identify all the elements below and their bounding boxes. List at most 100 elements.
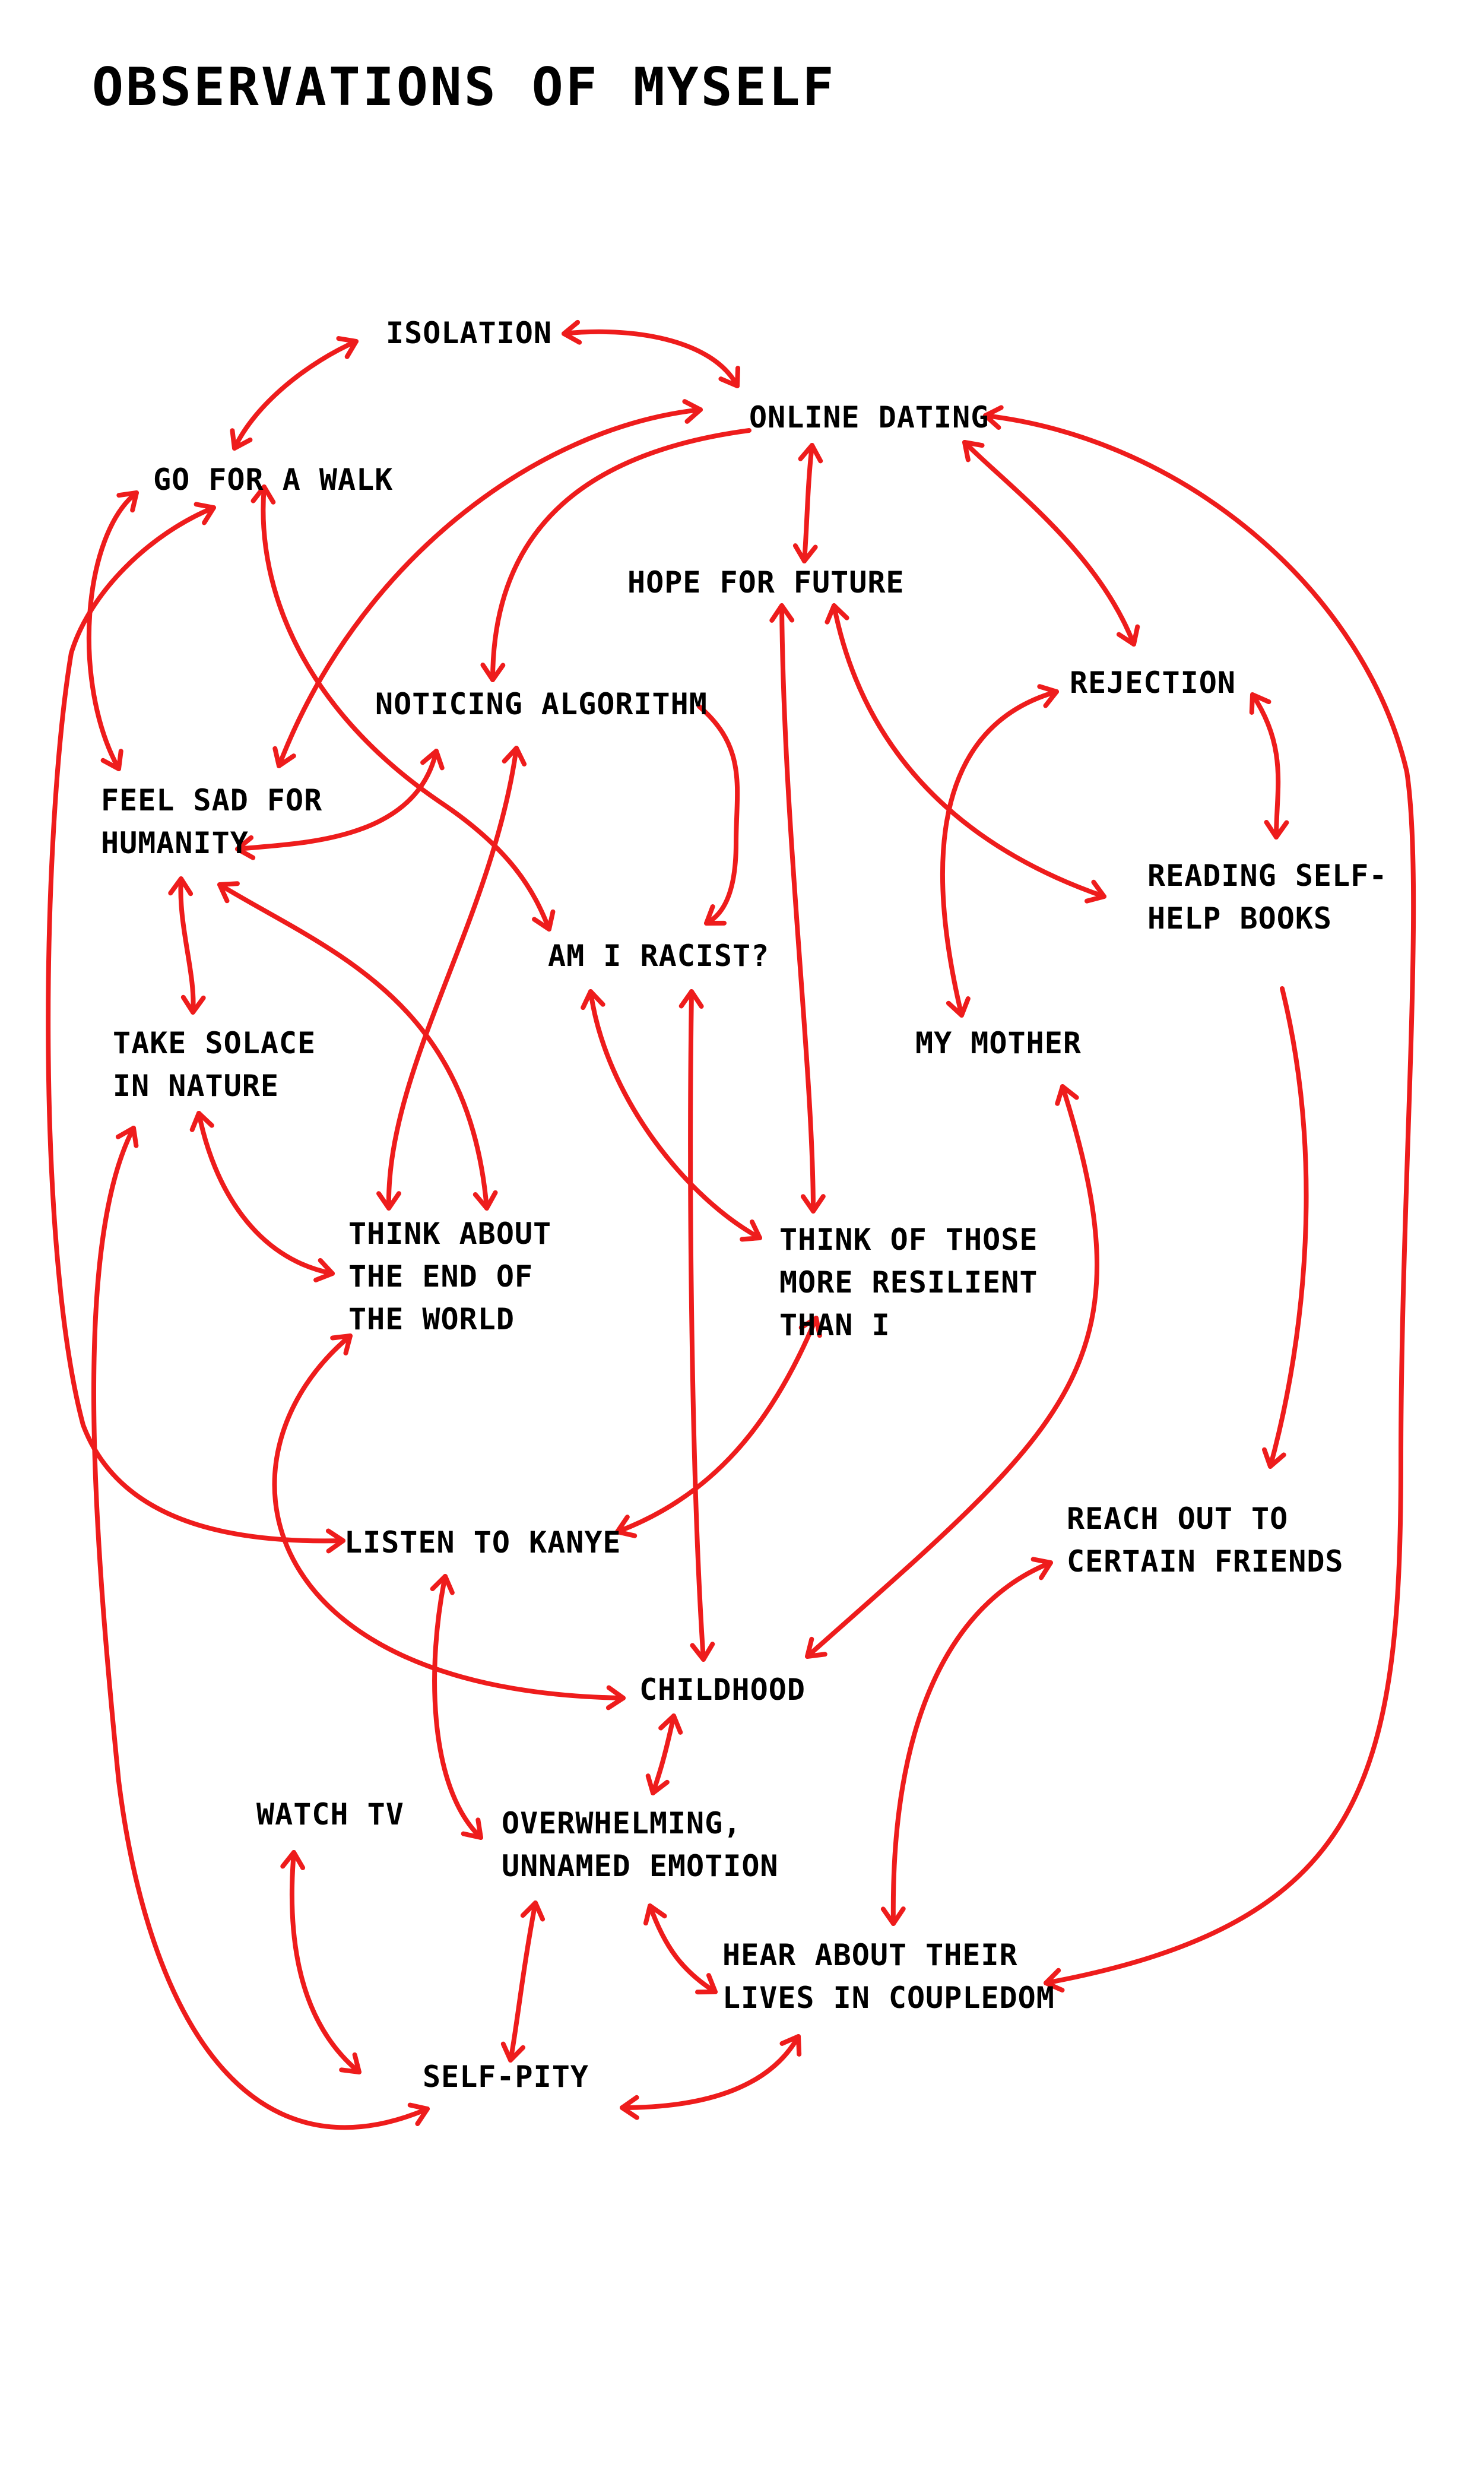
node-reading-self-help-books: READING SELF- HELP BOOKS [1147, 859, 1387, 936]
edge-line [46, 505, 345, 1544]
edge-line [779, 603, 816, 1214]
edge-my-mother-to-childhood [805, 1084, 1099, 1659]
arrowhead-start [643, 1903, 667, 1926]
edge-line [651, 1713, 676, 1795]
edge-line [805, 1084, 1099, 1659]
edge-line [508, 1900, 538, 2063]
node-label-isolation-line-1: ISOLATION [386, 316, 552, 350]
arrowhead-end [325, 1528, 345, 1554]
page-title: OBSERVATIONS OF MYSELF [92, 56, 836, 118]
edge-overwhelming-unnamed-emotion-to-hear-about-their-lives [643, 1903, 718, 1995]
edge-overwhelming-unnamed-emotion-to-self-pity [500, 1900, 546, 2063]
arrowhead-end [100, 749, 123, 771]
edge-reading-self-help-books-to-reach-out-to-certain-friends [1262, 986, 1309, 1469]
node-label-listen-to-kanye-line-1: LISTEN TO KANYE [344, 1525, 621, 1560]
edge-line [1250, 692, 1281, 840]
edge-isolation-to-go-for-a-walk [230, 336, 359, 451]
edge-line [940, 689, 1059, 1018]
edge-think-of-those-more-resilient-to-listen-to-kanye [615, 1316, 822, 1538]
arrowhead-end [800, 1194, 826, 1214]
node-label-reading-self-help-books-line-2: HELP BOOKS [1147, 901, 1332, 936]
edge-watch-tv-to-self-pity [280, 1850, 362, 2074]
node-label-watch-tv-line-1: WATCH TV [256, 1797, 404, 1832]
arrowhead-end [230, 428, 253, 451]
edge-line [91, 1126, 430, 2130]
arrowhead-end [480, 662, 506, 682]
node-label-reading-self-help-books-line-1: READING SELF- [1147, 859, 1387, 893]
edge-line [232, 339, 359, 451]
arrowhead-end [718, 366, 741, 388]
edge-line [289, 1850, 362, 2074]
arrowhead-end [645, 1773, 670, 1795]
arrowhead-end [740, 1219, 762, 1242]
node-label-childhood-line-1: CHILDHOOD [639, 1672, 806, 1707]
edge-hope-for-future-to-reading-self-help-books [825, 603, 1106, 904]
edge-take-solace-in-nature-to-self-pity [91, 1126, 430, 2130]
node-label-think-about-the-end-of-the-world-line-3: THE WORLD [348, 1302, 515, 1336]
edge-am-i-racist-to-think-of-those-more-resilient [581, 989, 762, 1242]
arrowhead-end [792, 543, 818, 563]
arrowhead-start [581, 989, 605, 1010]
edge-childhood-to-overwhelming-unnamed-emotion [645, 1713, 683, 1795]
arrowhead-end [605, 1685, 626, 1710]
node-listen-to-kanye: LISTEN TO KANYE [344, 1525, 621, 1560]
edge-line [688, 989, 706, 1662]
arrowhead-start [1249, 692, 1271, 715]
node-label-think-about-the-end-of-the-world-line-2: THE END OF [348, 1259, 533, 1294]
edge-am-i-racist-to-childhood [678, 989, 715, 1662]
edge-line [432, 1574, 483, 1840]
node-label-hear-about-their-lives-line-1: HEAR ABOUT THEIR [722, 1938, 1018, 1972]
arrowhead-end [376, 1191, 401, 1211]
edge-rejection-to-my-mother [940, 684, 1059, 1018]
edge-think-about-the-end-of-the-world-to-childhood [272, 1333, 626, 1710]
arrowhead-start [330, 1333, 353, 1356]
arrowhead-start [116, 490, 139, 513]
edge-line [983, 413, 1416, 1985]
edge-line [178, 876, 196, 1015]
arrowhead-end [339, 2052, 362, 2074]
edge-line [272, 1333, 626, 1700]
edge-online-dating-to-noticing-algorithm [480, 428, 751, 682]
node-label-take-solace-in-nature-line-2: IN NATURE [113, 1069, 279, 1103]
arrowhead-start [798, 443, 823, 464]
arrowhead-end [880, 1906, 906, 1926]
node-label-hear-about-their-lives-line-2: LIVES IN COUPLEDOM [722, 1981, 1055, 2015]
arrowhead-start [420, 749, 445, 771]
arrowhead-end [1264, 819, 1289, 840]
arrowhead-end [313, 1257, 335, 1282]
edge-line [620, 2034, 801, 2110]
edge-noticing-algorithm-to-think-about-the-end-of-the-world [376, 746, 527, 1211]
arrowhead-end [500, 2041, 526, 2063]
edge-go-for-a-walk-to-feel-sad-for-humanity [86, 490, 139, 771]
edge-line [832, 603, 1106, 899]
arrowhead-start [502, 746, 527, 766]
node-label-overwhelming-unnamed-emotion-line-1: OVERWHELMING, [502, 1806, 741, 1841]
node-my-mother: MY MOTHER [915, 1026, 1081, 1060]
arrowhead-start [430, 1574, 455, 1595]
node-go-for-a-walk: GO FOR A WALK [153, 463, 392, 497]
edge-line [648, 1903, 718, 1994]
edge-line [217, 882, 489, 1211]
edge-line [261, 484, 551, 932]
edge-line [697, 704, 740, 926]
node-am-i-racist: AM I RACIST? [548, 939, 769, 973]
node-isolation: ISOLATION [386, 316, 552, 350]
node-watch-tv: WATCH TV [256, 1797, 404, 1832]
arrowhead-start [1030, 1557, 1053, 1580]
arrowhead-start [962, 440, 985, 463]
edge-line [490, 428, 751, 682]
edge-online-dating-to-hear-about-their-lives [983, 405, 1416, 1992]
node-label-feel-sad-for-humanity-line-2: HUMANITY [101, 826, 249, 860]
arrowhead-start [678, 989, 704, 1009]
arrowhead-end [235, 835, 256, 860]
node-overwhelming-unnamed-emotion: OVERWHELMING,UNNAMED EMOTION [502, 1806, 778, 1883]
node-label-am-i-racist-line-1: AM I RACIST? [548, 939, 769, 973]
node-online-dating: ONLINE DATING [749, 400, 988, 435]
arrowhead-end [180, 994, 206, 1015]
arrowhead-start [217, 881, 240, 904]
arrowhead-start [798, 1316, 822, 1338]
